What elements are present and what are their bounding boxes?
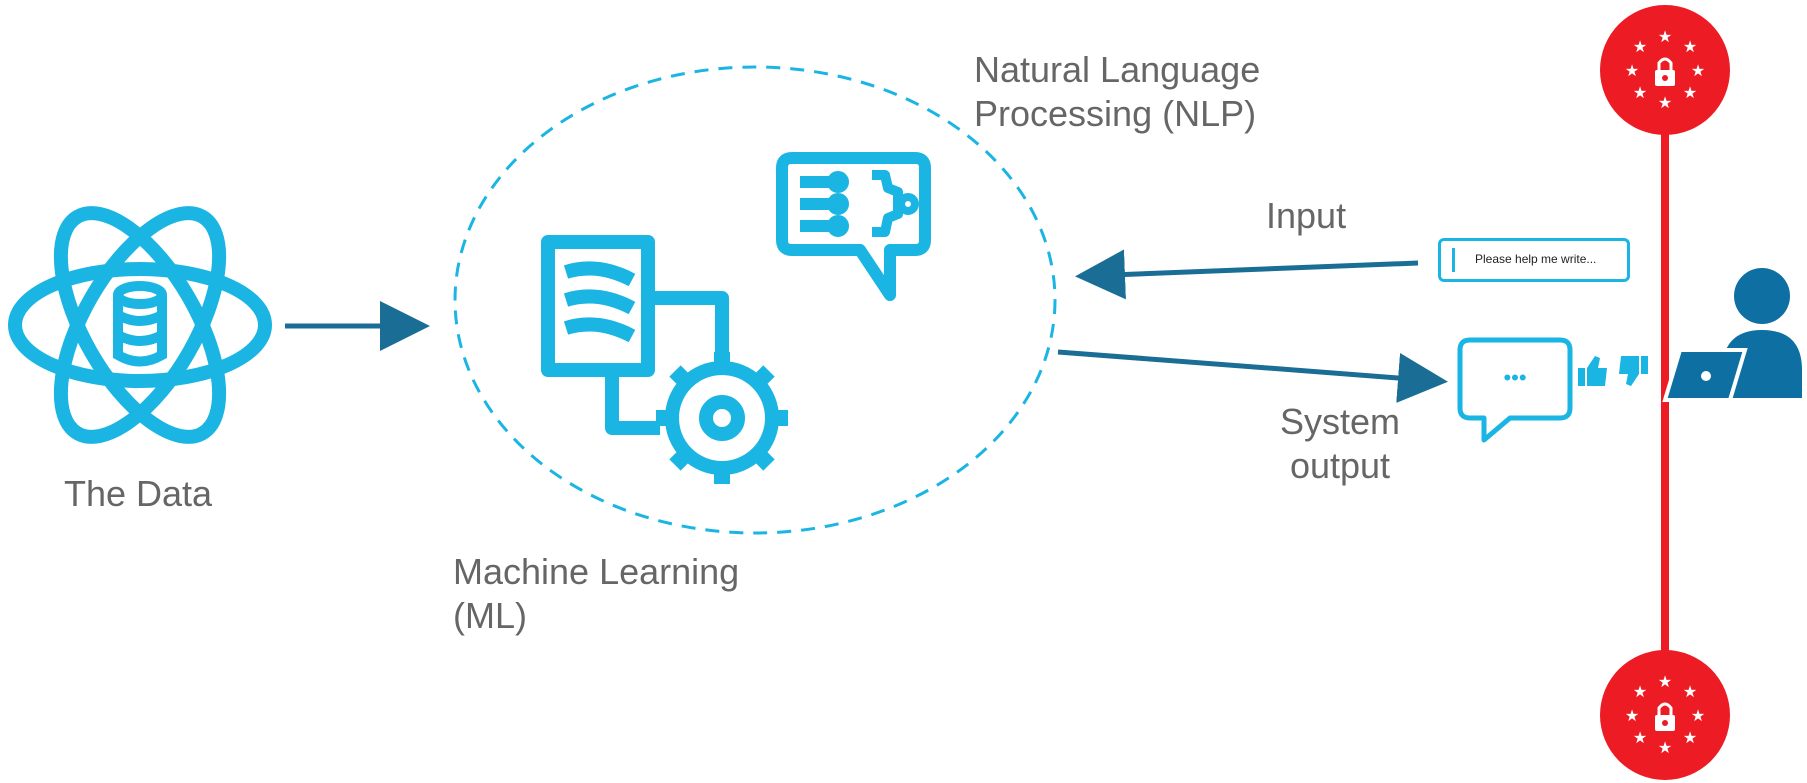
svg-text:★: ★ <box>1625 706 1639 725</box>
eu-lock-badge-icon: ★ ★ ★ ★ ★ ★ ★ ★ <box>1600 650 1730 780</box>
svg-text:★: ★ <box>1633 37 1647 56</box>
thumbs-down-icon[interactable] <box>1619 356 1648 386</box>
prompt-input-text: Please help me write... <box>1475 252 1597 266</box>
input-arrow <box>1075 249 1419 300</box>
svg-text:★: ★ <box>1625 61 1639 80</box>
svg-text:★: ★ <box>1683 682 1697 701</box>
svg-text:★: ★ <box>1633 83 1647 102</box>
svg-text:★: ★ <box>1658 672 1672 691</box>
nlp-label: Natural Language Processing (NLP) <box>974 49 1261 134</box>
output-bubble-text: ••• <box>1503 365 1526 390</box>
svg-text:★: ★ <box>1683 728 1697 747</box>
thumbs-up-icon[interactable] <box>1578 356 1607 386</box>
svg-text:★: ★ <box>1683 83 1697 102</box>
prompt-input[interactable]: Please help me write... <box>1438 238 1630 282</box>
svg-text:★: ★ <box>1658 93 1672 112</box>
svg-text:★: ★ <box>1658 27 1672 46</box>
svg-text:★: ★ <box>1691 61 1705 80</box>
data-label: The Data <box>64 473 213 514</box>
output-arrow <box>1057 349 1448 403</box>
input-label: Input <box>1266 195 1347 236</box>
ml-label: Machine Learning (ML) <box>453 551 740 636</box>
eu-lock-badge-icon: ★ ★ ★ ★ ★ ★ ★ ★ <box>1600 5 1730 135</box>
ml-boundary-circle <box>453 65 1057 535</box>
text-caret <box>1452 248 1455 272</box>
svg-text:★: ★ <box>1691 706 1705 725</box>
output-label: System output <box>1280 401 1401 486</box>
svg-text:★: ★ <box>1658 738 1672 757</box>
svg-text:★: ★ <box>1683 37 1697 56</box>
user-laptop-icon <box>1662 268 1802 402</box>
atom-data-icon <box>8 206 272 444</box>
output-chat-bubble: ••• <box>1457 337 1573 443</box>
svg-text:★: ★ <box>1633 728 1647 747</box>
svg-text:★: ★ <box>1633 682 1647 701</box>
nlp-chat-icon <box>776 152 931 301</box>
book-gear-icon <box>541 235 788 484</box>
